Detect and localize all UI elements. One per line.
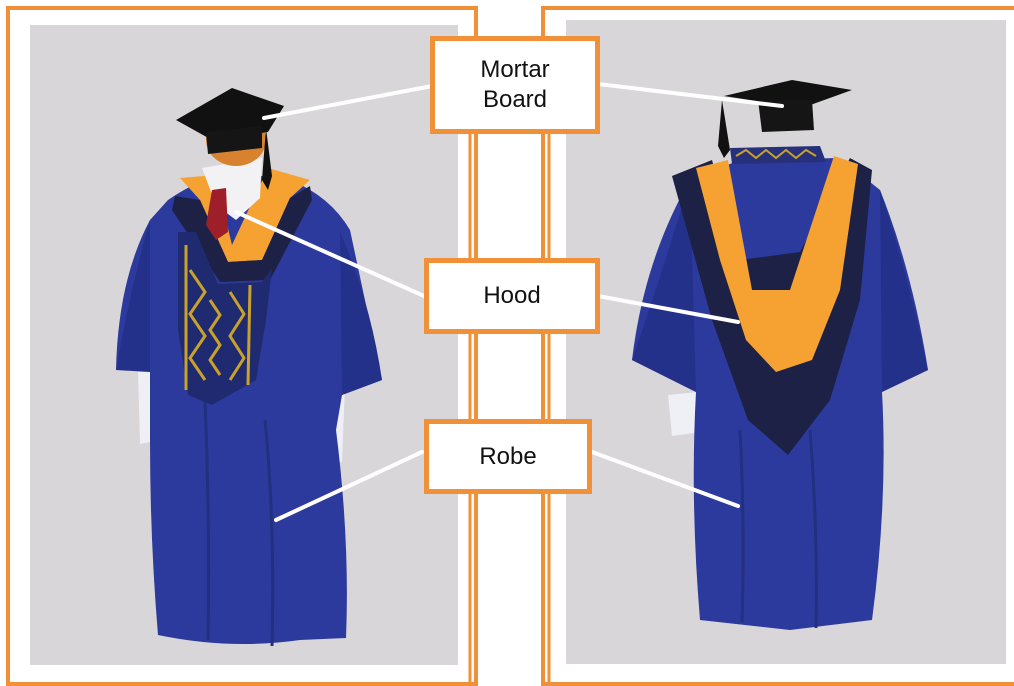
robe-label: Robe [424,419,592,494]
robe-label-text: Robe [479,442,537,470]
back-tassel [718,100,730,158]
front-view-gown [116,88,382,647]
necktie [206,188,228,240]
back-hood-orange [696,156,858,372]
connector-bar [478,494,541,684]
connector-bar [478,334,541,419]
pointer-hood-left [234,210,426,298]
pointer-mortar-left [262,84,434,120]
back-view-gown [632,80,928,630]
hood-label: Hood [424,258,600,334]
pointer-hood-right [596,294,740,324]
pointer-mortar-right [596,82,784,108]
connector-bar [478,134,541,258]
pointer-robe-left [274,450,424,522]
hood-label-text: Hood [483,282,541,309]
back-mortar-board-top [724,80,852,108]
back-shirt-cuff [668,392,702,436]
mortar-board-label-line1: Mortar [480,56,550,83]
pointer-robe-right [590,450,740,508]
mortar-board-label-line2: Board [482,86,548,113]
mortar-board-label: Mortar Board [430,36,600,134]
back-collar-embroidery [730,146,826,164]
tassel [262,128,272,190]
